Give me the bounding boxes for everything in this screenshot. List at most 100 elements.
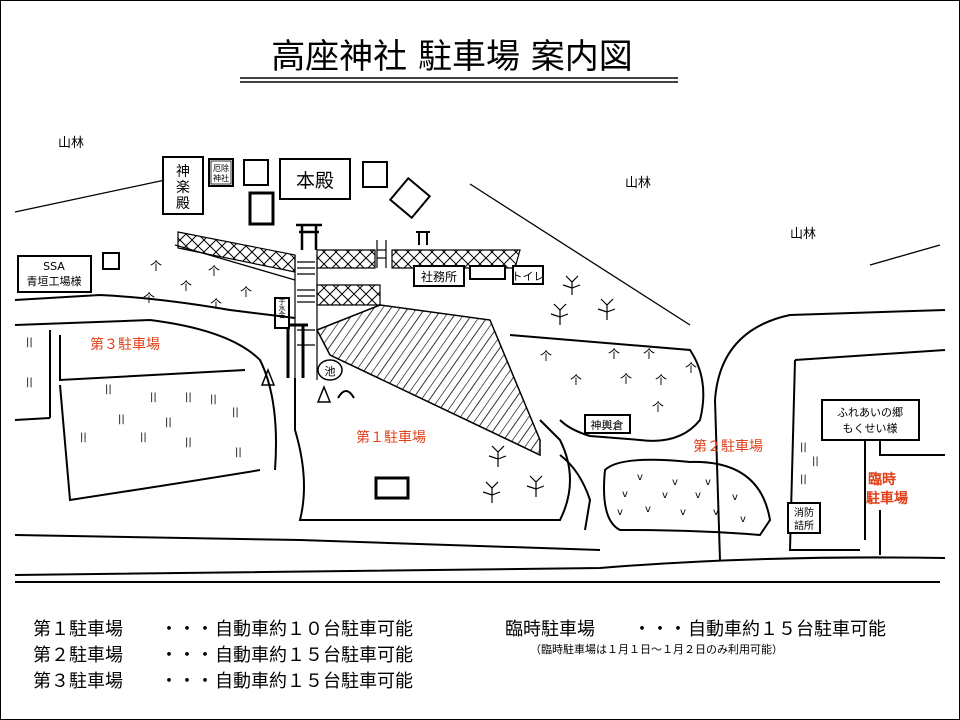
chozuya-building	[274, 297, 290, 329]
parking-3-label: 第３駐車場	[90, 336, 160, 353]
svg-text:||: ||	[150, 392, 157, 403]
svg-text:||: ||	[232, 407, 239, 418]
forest-boundary	[869, 244, 941, 266]
ssa-building	[17, 255, 92, 293]
legend-name: 臨時駐車場	[505, 619, 595, 640]
shamusho-building	[413, 265, 465, 287]
parking-1-label: 第１駐車場	[356, 429, 426, 446]
building-label: 手水舎	[278, 297, 286, 320]
svg-text:个: 个	[655, 373, 667, 387]
torii-icon	[296, 223, 322, 250]
svg-text:个: 个	[608, 347, 620, 361]
fureai-building	[821, 399, 920, 441]
svg-text:v: v	[637, 472, 643, 483]
building-label: 神輿倉	[591, 418, 624, 432]
building-label: トイレ	[512, 270, 545, 283]
building-label: 本殿	[296, 170, 334, 192]
parking-2-label: 第２駐車場	[693, 438, 763, 455]
legend-desc: 自動車約１５台駐車可能	[215, 645, 413, 666]
building-label: 社務所	[421, 269, 457, 284]
legend-name: 第１駐車場	[33, 619, 123, 640]
forest-boundary	[14, 179, 166, 213]
bridge-icon	[337, 390, 355, 399]
honden-building	[279, 158, 351, 200]
svg-text:个: 个	[180, 279, 192, 293]
svg-text:||: ||	[165, 417, 172, 428]
svg-text:||: ||	[118, 414, 125, 425]
stone-wall	[177, 231, 296, 273]
kaguraden-building	[162, 156, 204, 215]
svg-text:||: ||	[210, 394, 217, 405]
toilet-building	[512, 265, 544, 285]
svg-text:个: 个	[150, 259, 162, 273]
svg-text:v: v	[662, 490, 668, 501]
legend-sep: ・・・	[160, 645, 214, 666]
building-label: もくせい様	[843, 421, 898, 435]
torii-icon	[416, 231, 430, 245]
svg-text:||: ||	[812, 456, 819, 467]
building-label: 詰所	[794, 519, 814, 532]
svg-text:个: 个	[652, 400, 664, 414]
building	[248, 191, 275, 226]
lantern-icon	[260, 367, 332, 403]
svg-text:v: v	[622, 489, 628, 500]
hatched-slope	[315, 304, 541, 457]
building	[102, 252, 120, 270]
stone-wall	[316, 249, 376, 269]
svg-text:||: ||	[185, 437, 192, 448]
temp-parking-label: 駐車場	[866, 490, 908, 507]
building-label: 楽	[176, 180, 190, 196]
building	[388, 176, 432, 220]
building-label: 殿	[176, 196, 190, 212]
svg-text:v: v	[645, 504, 651, 515]
legend-name: 第２駐車場	[33, 645, 123, 666]
building-label: 神社	[213, 173, 229, 183]
temp-parking-label: 臨時	[868, 471, 896, 488]
legend-sep: ・・・	[633, 619, 687, 640]
building-label: 消防	[794, 506, 814, 519]
forest-boundary	[469, 183, 691, 326]
legend-sep: ・・・	[160, 671, 214, 692]
svg-text:个: 个	[240, 285, 252, 299]
svg-text:||: ||	[80, 432, 87, 443]
svg-text:个: 个	[570, 373, 582, 387]
building-label: SSA	[43, 260, 65, 273]
forest-label: 山林	[790, 227, 816, 242]
road-outline	[14, 293, 946, 576]
svg-text:个: 个	[540, 349, 552, 363]
svg-text:||: ||	[800, 442, 807, 453]
svg-text:v: v	[705, 477, 711, 488]
svg-text:v: v	[732, 492, 738, 503]
legend-desc: 自動車約１５台駐車可能	[688, 619, 886, 640]
svg-text:个: 个	[210, 297, 222, 311]
svg-text:个: 个	[620, 372, 632, 386]
shobo-building	[787, 502, 821, 534]
legend-desc: 自動車約１５台駐車可能	[215, 671, 413, 692]
svg-text:个: 个	[643, 347, 655, 361]
svg-text:v: v	[680, 507, 686, 518]
legend-note: （臨時駐車場は１月１日～１月２日のみ利用可能）	[530, 642, 783, 656]
svg-text:||: ||	[140, 432, 147, 443]
svg-text:||: ||	[800, 474, 807, 485]
building	[469, 265, 506, 280]
legend-desc: 自動車約１０台駐車可能	[215, 619, 413, 640]
legend-sep: ・・・	[160, 619, 214, 640]
map-title: 高座神社 駐車場 案内図	[271, 37, 633, 77]
svg-text:个: 个	[685, 361, 697, 375]
forest-label: 山林	[58, 136, 84, 151]
building	[362, 161, 388, 188]
mikoshigura-building	[584, 414, 631, 434]
svg-text:v: v	[695, 490, 701, 501]
building	[243, 159, 269, 186]
svg-text:v: v	[713, 507, 719, 518]
building-label: 神	[176, 164, 190, 180]
legend-name: 第３駐車場	[33, 671, 123, 692]
svg-text:v: v	[617, 507, 623, 518]
svg-text:v: v	[672, 477, 678, 488]
stone-wall	[316, 284, 381, 306]
svg-text:v: v	[740, 514, 746, 525]
svg-text:||: ||	[26, 337, 33, 348]
svg-text:||: ||	[185, 392, 192, 403]
